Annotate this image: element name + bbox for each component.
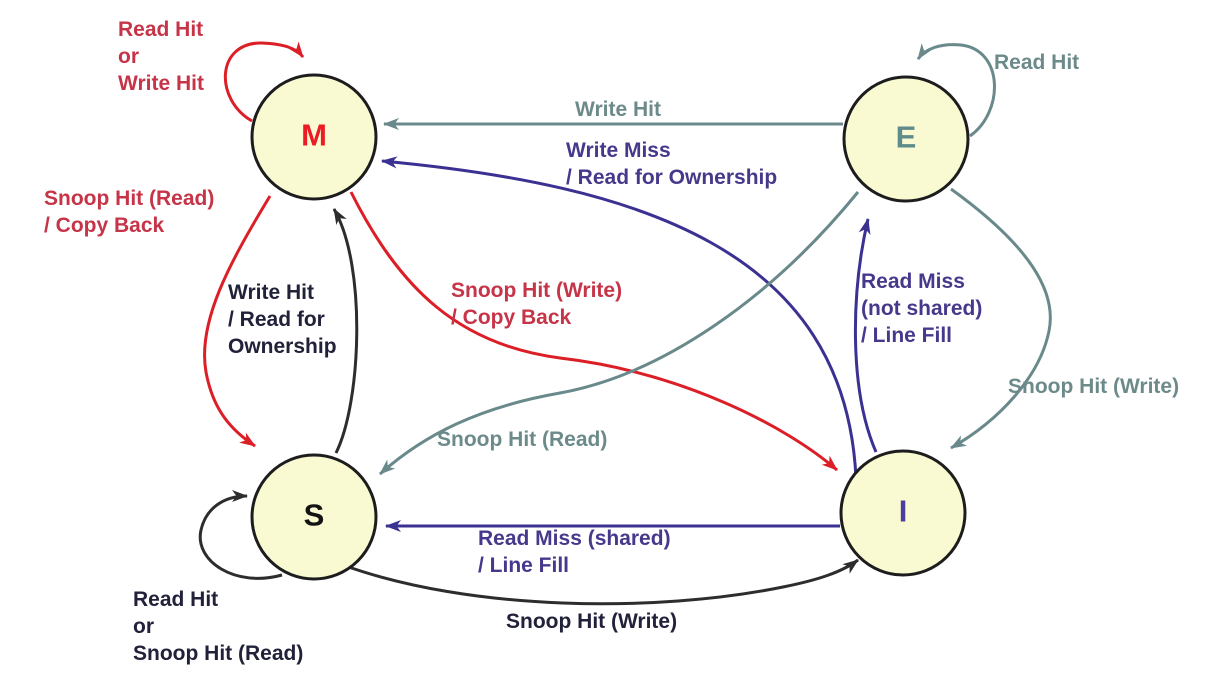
label-e-self: Read Hit [994,51,1080,74]
transition-m-to-s-arrow [203,195,272,448]
label-i-to-s: Read Miss (shared) / Line Fill [478,527,671,577]
transition-e-to-i-arrow [950,187,1052,450]
s-self-loop-arrow [198,490,283,580]
state-e-label: E [895,119,917,155]
transition-s-to-m-arrow [332,208,359,454]
label-m-self: Read Hit or Write Hit [118,18,204,95]
label-s-to-m: Write Hit / Read for Ownership [228,281,337,358]
transition-m-to-i-arrow [349,191,838,472]
e-self-loop-arrow [916,43,996,138]
label-m-to-i: Snoop Hit (Write) / Copy Back [451,279,623,329]
transition-e-to-s-arrow [379,191,860,476]
label-e-to-m: Write Hit [575,98,661,121]
state-i-label: I [898,493,908,529]
label-i-to-e: Read Miss (not shared) / Line Fill [861,270,983,347]
label-s-self: Read Hit or Snoop Hit (Read) [133,588,304,665]
state-i-circle [839,449,967,577]
transition-s-to-i-arrow [342,558,859,606]
label-e-to-s: Snoop Hit (Read) [437,428,608,451]
label-m-to-s: Snoop Hit (Read) / Copy Back [44,187,215,237]
m-self-loop-arrow [223,41,305,123]
state-s-circle [250,453,378,581]
transition-i-to-e-arrow [853,218,878,453]
state-s-label: S [303,497,325,533]
label-s-to-i: Snoop Hit (Write) [506,610,678,633]
state-e-circle [842,75,970,203]
label-i-to-m: Write Miss / Read for Ownership [566,139,778,189]
state-m-label: M [301,117,327,153]
transition-i-to-m-arrow [381,156,858,479]
state-m-circle [250,73,378,201]
label-e-to-i: Snoop Hit (Write) [1008,375,1180,398]
